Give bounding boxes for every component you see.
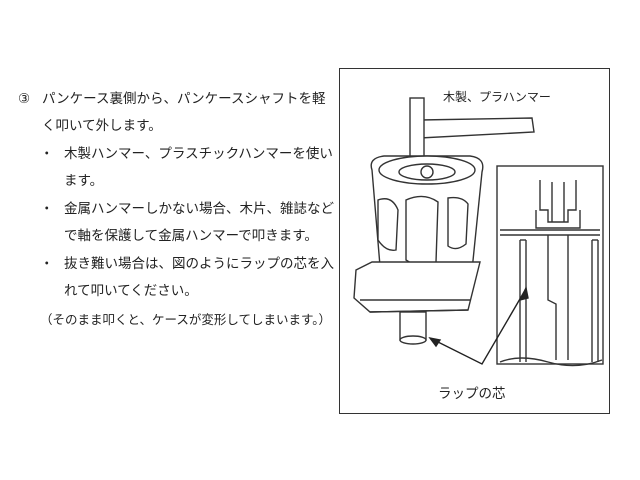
- bullet-item-3: ・ 抜き難い場合は、図のようにラップの芯を入れて叩いてください。: [18, 251, 336, 305]
- arrow-head-inset: [518, 285, 529, 302]
- bullet-item-2: ・ 金属ハンマーしかない場合、木片、雑誌などで軸を保護して金属ハンマーで叩きます…: [18, 196, 336, 250]
- hammer-handle: [419, 117, 535, 139]
- step-number: ③: [18, 91, 31, 107]
- arrow-to-core: [429, 291, 525, 365]
- pan-case-body: [353, 155, 484, 313]
- hammer-head: [409, 97, 425, 161]
- bullet-item-1: ・ 木製ハンマー、プラスチックハンマーを使います。: [18, 141, 336, 195]
- bullet-symbol: ・: [40, 201, 54, 217]
- bullet-symbol: ・: [40, 256, 54, 272]
- detail-cross-section: [499, 180, 603, 367]
- step-text: パンケース裏側から、パンケースシャフトを軽く叩いて外します。: [42, 91, 326, 134]
- bullet-text-2: 金属ハンマーしかない場合、木片、雑誌などで軸を保護して金属ハンマーで叩きます。: [64, 201, 334, 244]
- bullet-text-1: 木製ハンマー、プラスチックハンマーを使います。: [64, 146, 333, 189]
- arrow-head-core: [428, 336, 442, 348]
- label-wrap-core: ラップの芯: [438, 386, 506, 402]
- label-hammer: 木製、プラハンマー: [443, 90, 551, 104]
- detail-inset: [496, 165, 604, 365]
- bullet-symbol: ・: [40, 146, 54, 162]
- step-3: ③ パンケース裏側から、パンケースシャフトを軽く叩いて外します。: [18, 86, 336, 140]
- caution-note: （そのまま叩くと、ケースが変形してしまいます。）: [40, 312, 332, 327]
- bullet-text-3: 抜き難い場合は、図のようにラップの芯を入れて叩いてください。: [64, 256, 334, 299]
- instruction-text-block: ③ パンケース裏側から、パンケースシャフトを軽く叩いて外します。 ・ 木製ハンマ…: [18, 86, 336, 333]
